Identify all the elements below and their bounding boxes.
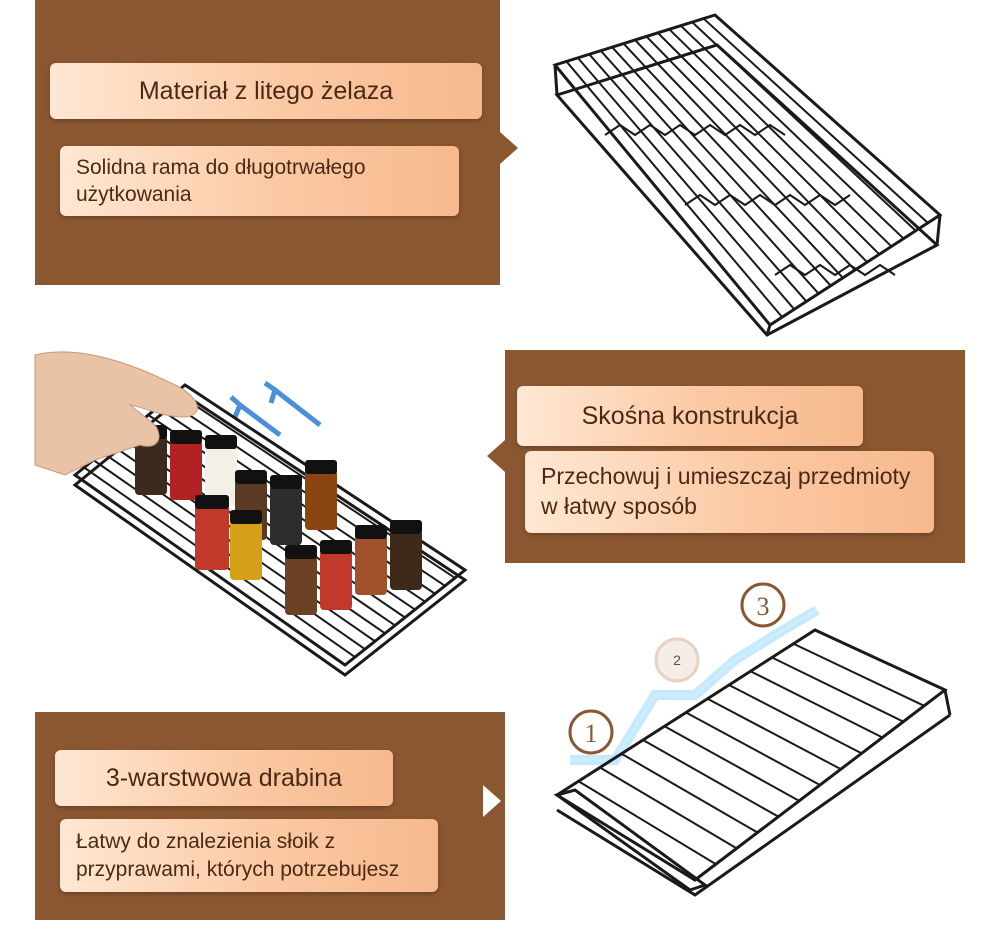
feature-title-material: Materiał z litego żelaza bbox=[50, 63, 482, 119]
rack-wire bbox=[599, 766, 738, 850]
rack-wire bbox=[691, 21, 917, 232]
hand-illustration bbox=[34, 351, 198, 476]
rack-wire bbox=[645, 35, 868, 263]
rack-wire bbox=[680, 24, 905, 240]
tier-marker-3: 3 bbox=[740, 582, 786, 628]
slide-arrows bbox=[229, 380, 322, 437]
feature-title-text: 3-warstwowa drabina bbox=[105, 763, 343, 792]
rack-wire bbox=[622, 42, 844, 279]
feature-panel-material bbox=[35, 0, 500, 285]
rack-wire bbox=[664, 725, 800, 802]
rack-wire bbox=[611, 46, 832, 287]
feature-description-text: Solidna rama do długotrwałego użytkowani… bbox=[76, 155, 366, 206]
feature-description-text: Przechowuj i umieszczaj przedmioty w łat… bbox=[541, 463, 911, 519]
rack-wire bbox=[668, 28, 893, 248]
spice-jars bbox=[135, 425, 422, 615]
rack-wire bbox=[620, 752, 759, 834]
rack-wire bbox=[728, 684, 863, 755]
rack-wire bbox=[750, 670, 883, 739]
rack-wire bbox=[599, 50, 820, 295]
tier-marker-2: 2 bbox=[654, 637, 700, 683]
rack-wire bbox=[634, 39, 856, 271]
tier-marker-1: 1 bbox=[568, 709, 614, 755]
feature-title-ladder: 3-warstwowa drabina bbox=[55, 750, 393, 806]
feature-description-text: Łatwy do znalezienia słoik z przyprawami… bbox=[76, 830, 400, 881]
rack-wire bbox=[707, 697, 842, 771]
rack-wire bbox=[685, 711, 821, 786]
rack-tiers-illustration: 1 2 3 bbox=[553, 582, 952, 897]
rack-wire bbox=[577, 780, 717, 866]
svg-text:2: 2 bbox=[673, 652, 681, 668]
rack-wire bbox=[702, 17, 929, 224]
rack-wire bbox=[793, 642, 925, 707]
panel-pointer bbox=[487, 440, 505, 472]
feature-description-ladder: Łatwy do znalezienia słoik z przyprawami… bbox=[60, 819, 438, 892]
panel-pointer bbox=[483, 785, 501, 817]
rack-wire bbox=[565, 60, 783, 318]
feature-description-slanted: Przechowuj i umieszczaj przedmioty w łat… bbox=[525, 451, 934, 533]
feature-title-slanted: Skośna konstrukcja bbox=[517, 386, 863, 446]
rack-wire bbox=[577, 57, 796, 310]
feature-description-material: Solidna rama do długotrwałego użytkowani… bbox=[60, 146, 459, 216]
feature-title-text: Materiał z litego żelaza bbox=[138, 76, 394, 105]
rack-empty-illustration bbox=[552, 13, 943, 337]
feature-title-text: Skośna konstrukcja bbox=[581, 401, 799, 430]
panel-pointer bbox=[500, 132, 518, 164]
rack-wire bbox=[642, 739, 779, 818]
svg-text:3: 3 bbox=[757, 592, 770, 621]
svg-text:1: 1 bbox=[585, 719, 598, 748]
rack-with-spices-illustration bbox=[34, 351, 468, 677]
rack-wire bbox=[588, 53, 808, 303]
rack-wire bbox=[657, 32, 880, 255]
rack-wire bbox=[771, 656, 904, 723]
